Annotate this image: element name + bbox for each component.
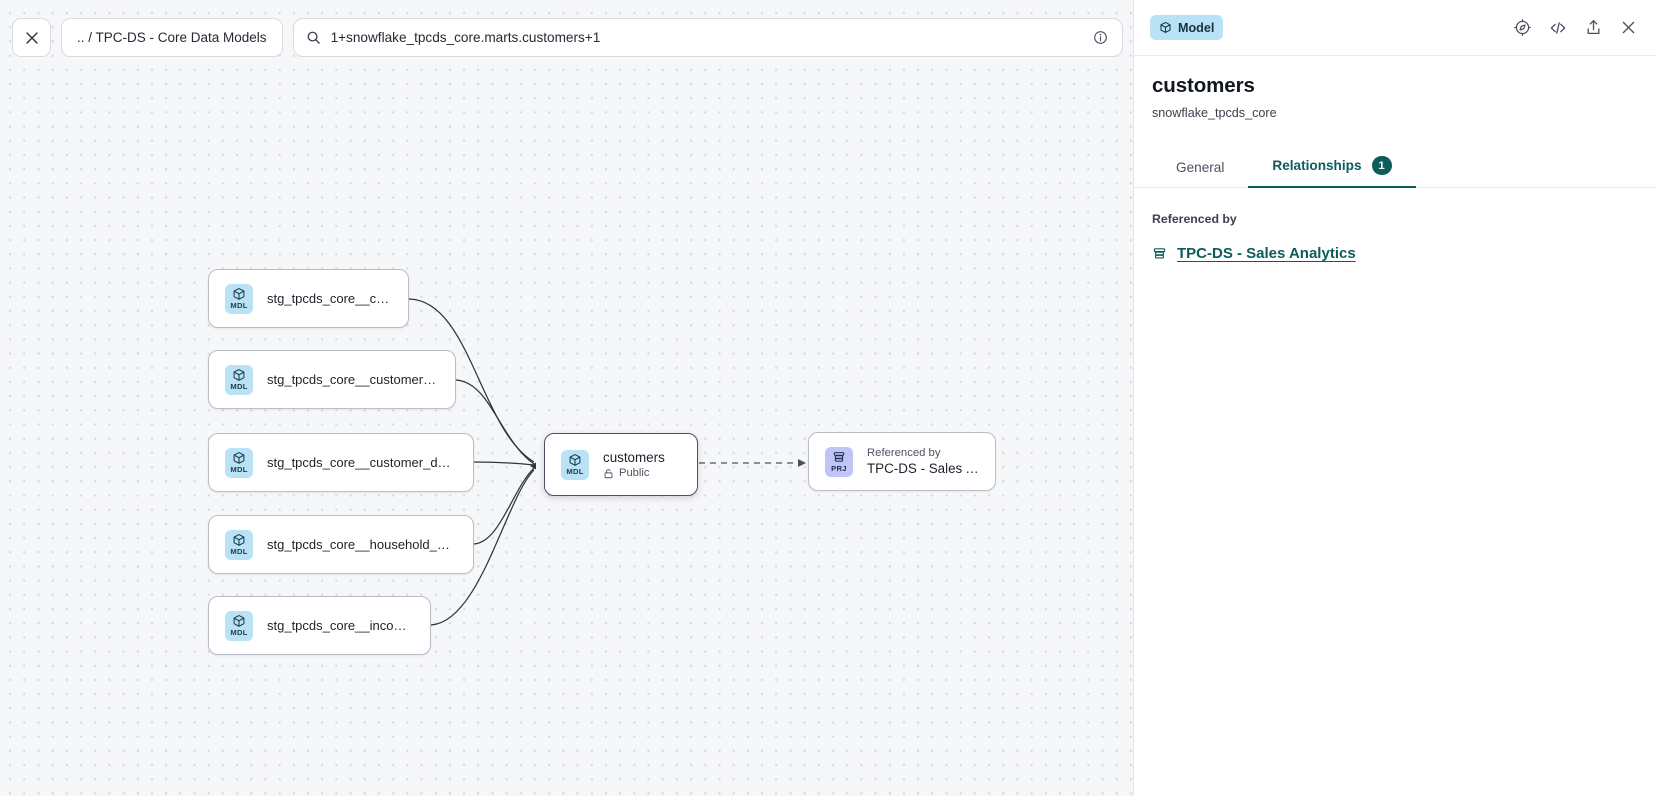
search-icon	[306, 30, 321, 45]
cube-icon: MDL	[225, 364, 253, 395]
node-kind-label: PRJ	[831, 464, 847, 473]
info-circle-icon[interactable]	[1093, 30, 1108, 45]
node-labels: stg_tpcds_core__income_band	[267, 618, 414, 633]
node-title: stg_tpcds_core__customer	[267, 291, 392, 306]
canvas-toolbar: .. / TPC-DS - Core Data Models 1+snowfla…	[12, 18, 1133, 57]
details-panel-heading: customers snowflake_tpcds_core	[1134, 56, 1656, 120]
node-visibility: Public	[603, 467, 665, 479]
node-labels: stg_tpcds_core__household_demogr…	[267, 537, 457, 552]
node-kind-label: MDL	[230, 301, 248, 310]
breadcrumb-label: .. / TPC-DS - Core Data Models	[77, 30, 267, 45]
tab-general[interactable]: General	[1152, 150, 1248, 188]
page-title: customers	[1152, 74, 1255, 97]
details-panel: Model	[1133, 0, 1656, 796]
node-title: stg_tpcds_core__income_band	[267, 618, 414, 633]
lineage-canvas[interactable]: .. / TPC-DS - Core Data Models 1+snowfla…	[0, 0, 1133, 796]
asset-type-label: Model	[1178, 20, 1215, 35]
list-item[interactable]: TPC-DS - Sales Analytics	[1152, 245, 1638, 262]
close-icon[interactable]	[1619, 18, 1638, 37]
node-kind-label: MDL	[566, 467, 584, 476]
breadcrumb[interactable]: .. / TPC-DS - Core Data Models	[61, 18, 283, 57]
project-icon: PRJ	[825, 446, 853, 477]
panel-content: Referenced by TPC-DS - Sales Analytics	[1134, 188, 1656, 796]
graph-node[interactable]: MDL stg_tpcds_core__customer	[208, 269, 409, 328]
node-labels: stg_tpcds_core__customer_demogra…	[267, 455, 457, 470]
node-visibility-label: Public	[619, 467, 650, 479]
node-labels: customers Public	[603, 450, 665, 479]
graph-nodes-layer: MDL stg_tpcds_core__customer MDL stg_tpc…	[208, 269, 996, 655]
code-icon[interactable]	[1548, 18, 1568, 38]
status-badge: 1	[1371, 156, 1392, 175]
tab-general-label: General	[1176, 160, 1225, 175]
details-panel-header: Model	[1134, 0, 1656, 56]
search-input-value: 1+snowflake_tpcds_core.marts.customers+1	[330, 30, 601, 45]
cube-icon	[1159, 21, 1172, 34]
tab-relationships[interactable]: Relationships 1	[1248, 146, 1416, 188]
graph-node-selected[interactable]: MDL customers Public	[544, 433, 698, 496]
node-superlabel: Referenced by	[867, 447, 941, 459]
project-icon	[1152, 246, 1167, 261]
node-kind-label: MDL	[230, 465, 248, 474]
node-labels: stg_tpcds_core__customer_address	[267, 372, 439, 387]
panel-action-buttons	[1513, 18, 1638, 38]
lineage-search-field[interactable]: 1+snowflake_tpcds_core.marts.customers+1	[292, 18, 1123, 57]
graph-node[interactable]: MDL stg_tpcds_core__customer_address	[208, 350, 456, 409]
panel-tabs: General Relationships 1	[1134, 146, 1656, 188]
close-icon	[24, 30, 40, 46]
node-title: stg_tpcds_core__customer_address	[267, 372, 439, 387]
cube-icon: MDL	[225, 529, 253, 560]
graph-node-project[interactable]: PRJ Referenced by TPC-DS - Sales Analyti…	[808, 432, 996, 491]
lock-icon	[603, 468, 614, 479]
node-title: customers	[603, 450, 665, 465]
node-title: stg_tpcds_core__household_demogr…	[267, 537, 457, 552]
cube-icon: MDL	[225, 610, 253, 641]
explore-icon[interactable]	[1513, 18, 1532, 37]
referenced-by-link[interactable]: TPC-DS - Sales Analytics	[1177, 245, 1356, 262]
page-subtitle: snowflake_tpcds_core	[1152, 106, 1277, 120]
tab-relationships-label: Relationships	[1272, 158, 1362, 173]
share-icon[interactable]	[1584, 18, 1603, 37]
node-title: stg_tpcds_core__customer_demogra…	[267, 455, 457, 470]
node-title: TPC-DS - Sales Analytics	[867, 461, 979, 476]
graph-node[interactable]: MDL stg_tpcds_core__customer_demogra…	[208, 433, 474, 492]
asset-type-badge: Model	[1150, 15, 1224, 40]
node-kind-label: MDL	[230, 547, 248, 556]
referenced-by-label: Referenced by	[1152, 212, 1237, 226]
node-labels: stg_tpcds_core__customer	[267, 291, 392, 306]
cube-icon: MDL	[225, 447, 253, 478]
close-lineage-button[interactable]	[12, 18, 51, 57]
graph-node[interactable]: MDL stg_tpcds_core__income_band	[208, 596, 431, 655]
node-labels: Referenced by TPC-DS - Sales Analytics	[867, 447, 979, 476]
node-kind-label: MDL	[230, 628, 248, 637]
graph-node[interactable]: MDL stg_tpcds_core__household_demogr…	[208, 515, 474, 574]
node-kind-label: MDL	[230, 382, 248, 391]
cube-icon: MDL	[561, 449, 589, 480]
cube-icon: MDL	[225, 283, 253, 314]
